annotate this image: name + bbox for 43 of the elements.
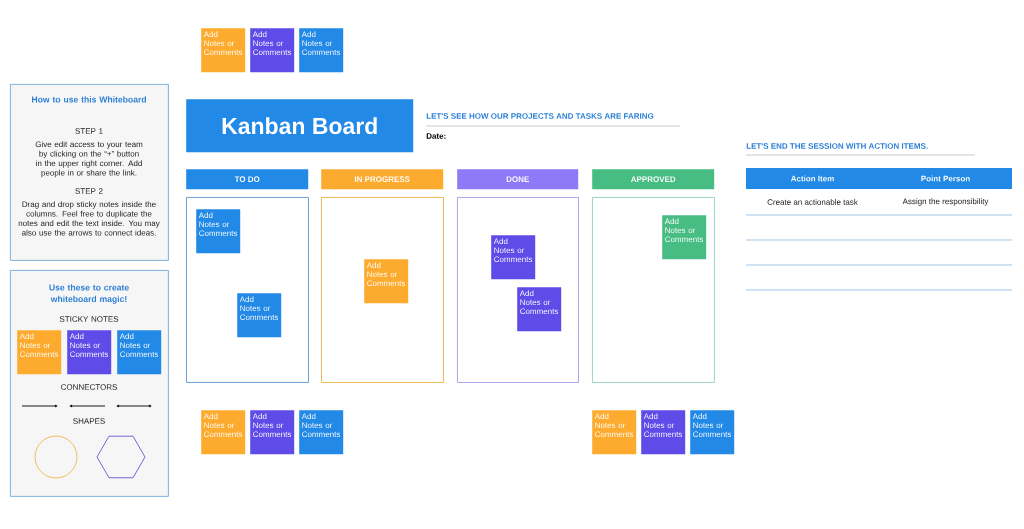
column-header: TO DO bbox=[186, 169, 309, 190]
section-heading: LET'S SEE HOW OUR PROJECTS AND TASKS ARE FARING bbox=[426, 113, 654, 119]
sticky-note: Add Notes or Comments bbox=[67, 330, 112, 375]
column-box bbox=[186, 197, 309, 383]
column-box bbox=[592, 197, 715, 383]
table-header-cell: Action Item bbox=[746, 168, 879, 189]
card-heading: Use these to create whiteboard magic! bbox=[49, 284, 129, 304]
sticky-note: Add Notes or Comments bbox=[201, 410, 246, 455]
section-label: STICKY NOTES bbox=[59, 316, 119, 322]
table-cell: Assign the responsibility bbox=[902, 198, 989, 206]
sticky-note: Add Notes or Comments bbox=[517, 287, 562, 332]
table-cell: Create an actionable task bbox=[767, 199, 858, 205]
column-header: DONE bbox=[457, 169, 579, 190]
table-header-cell: Point Person bbox=[879, 168, 1012, 189]
sticky-note: Add Notes or Comments bbox=[641, 410, 686, 455]
sticky-note: Add Notes or Comments bbox=[117, 330, 162, 375]
sticky-note: Add Notes or Comments bbox=[250, 28, 295, 73]
sticky-note: Add Notes or Comments bbox=[662, 215, 707, 260]
title-banner: Kanban Board bbox=[186, 99, 414, 153]
sticky-note: Add Notes or Comments bbox=[17, 330, 62, 375]
sticky-note: Add Notes or Comments bbox=[250, 410, 295, 455]
section-heading: LET'S END THE SESSION WITH ACTION ITEMS. bbox=[746, 143, 928, 149]
sticky-note: Add Notes or Comments bbox=[690, 410, 735, 455]
sticky-note: Add Notes or Comments bbox=[491, 235, 536, 280]
sticky-note: Add Notes or Comments bbox=[592, 410, 637, 455]
sticky-note: Add Notes or Comments bbox=[196, 209, 241, 254]
sticky-note: Add Notes or Comments bbox=[201, 28, 246, 73]
column-header: APPROVED bbox=[592, 169, 715, 190]
sticky-note: Add Notes or Comments bbox=[299, 410, 344, 455]
column-box bbox=[457, 197, 579, 383]
section-label: CONNECTORS bbox=[61, 384, 117, 390]
column-box bbox=[321, 197, 444, 383]
card-heading: How to use this Whiteboard bbox=[32, 96, 146, 103]
step-text: Give edit access to your team by clicking on the “+” button in the upper right corner. Add people in or share the link. bbox=[35, 141, 143, 178]
step-text: Drag and drop sticky notes inside the columns. Feel free to duplicate the notes and edit the text inside. You may also use the arrows to connect ideas. bbox=[18, 201, 160, 236]
step-title: STEP 1 bbox=[75, 128, 103, 134]
step-title: STEP 2 bbox=[75, 188, 103, 194]
section-label: SHAPES bbox=[73, 418, 105, 424]
sticky-note: Add Notes or Comments bbox=[237, 293, 282, 338]
sticky-note: Add Notes or Comments bbox=[364, 259, 409, 304]
column-header: IN PROGRESS bbox=[321, 169, 444, 190]
sticky-note: Add Notes or Comments bbox=[299, 28, 344, 73]
field-label: Date: bbox=[426, 133, 446, 139]
